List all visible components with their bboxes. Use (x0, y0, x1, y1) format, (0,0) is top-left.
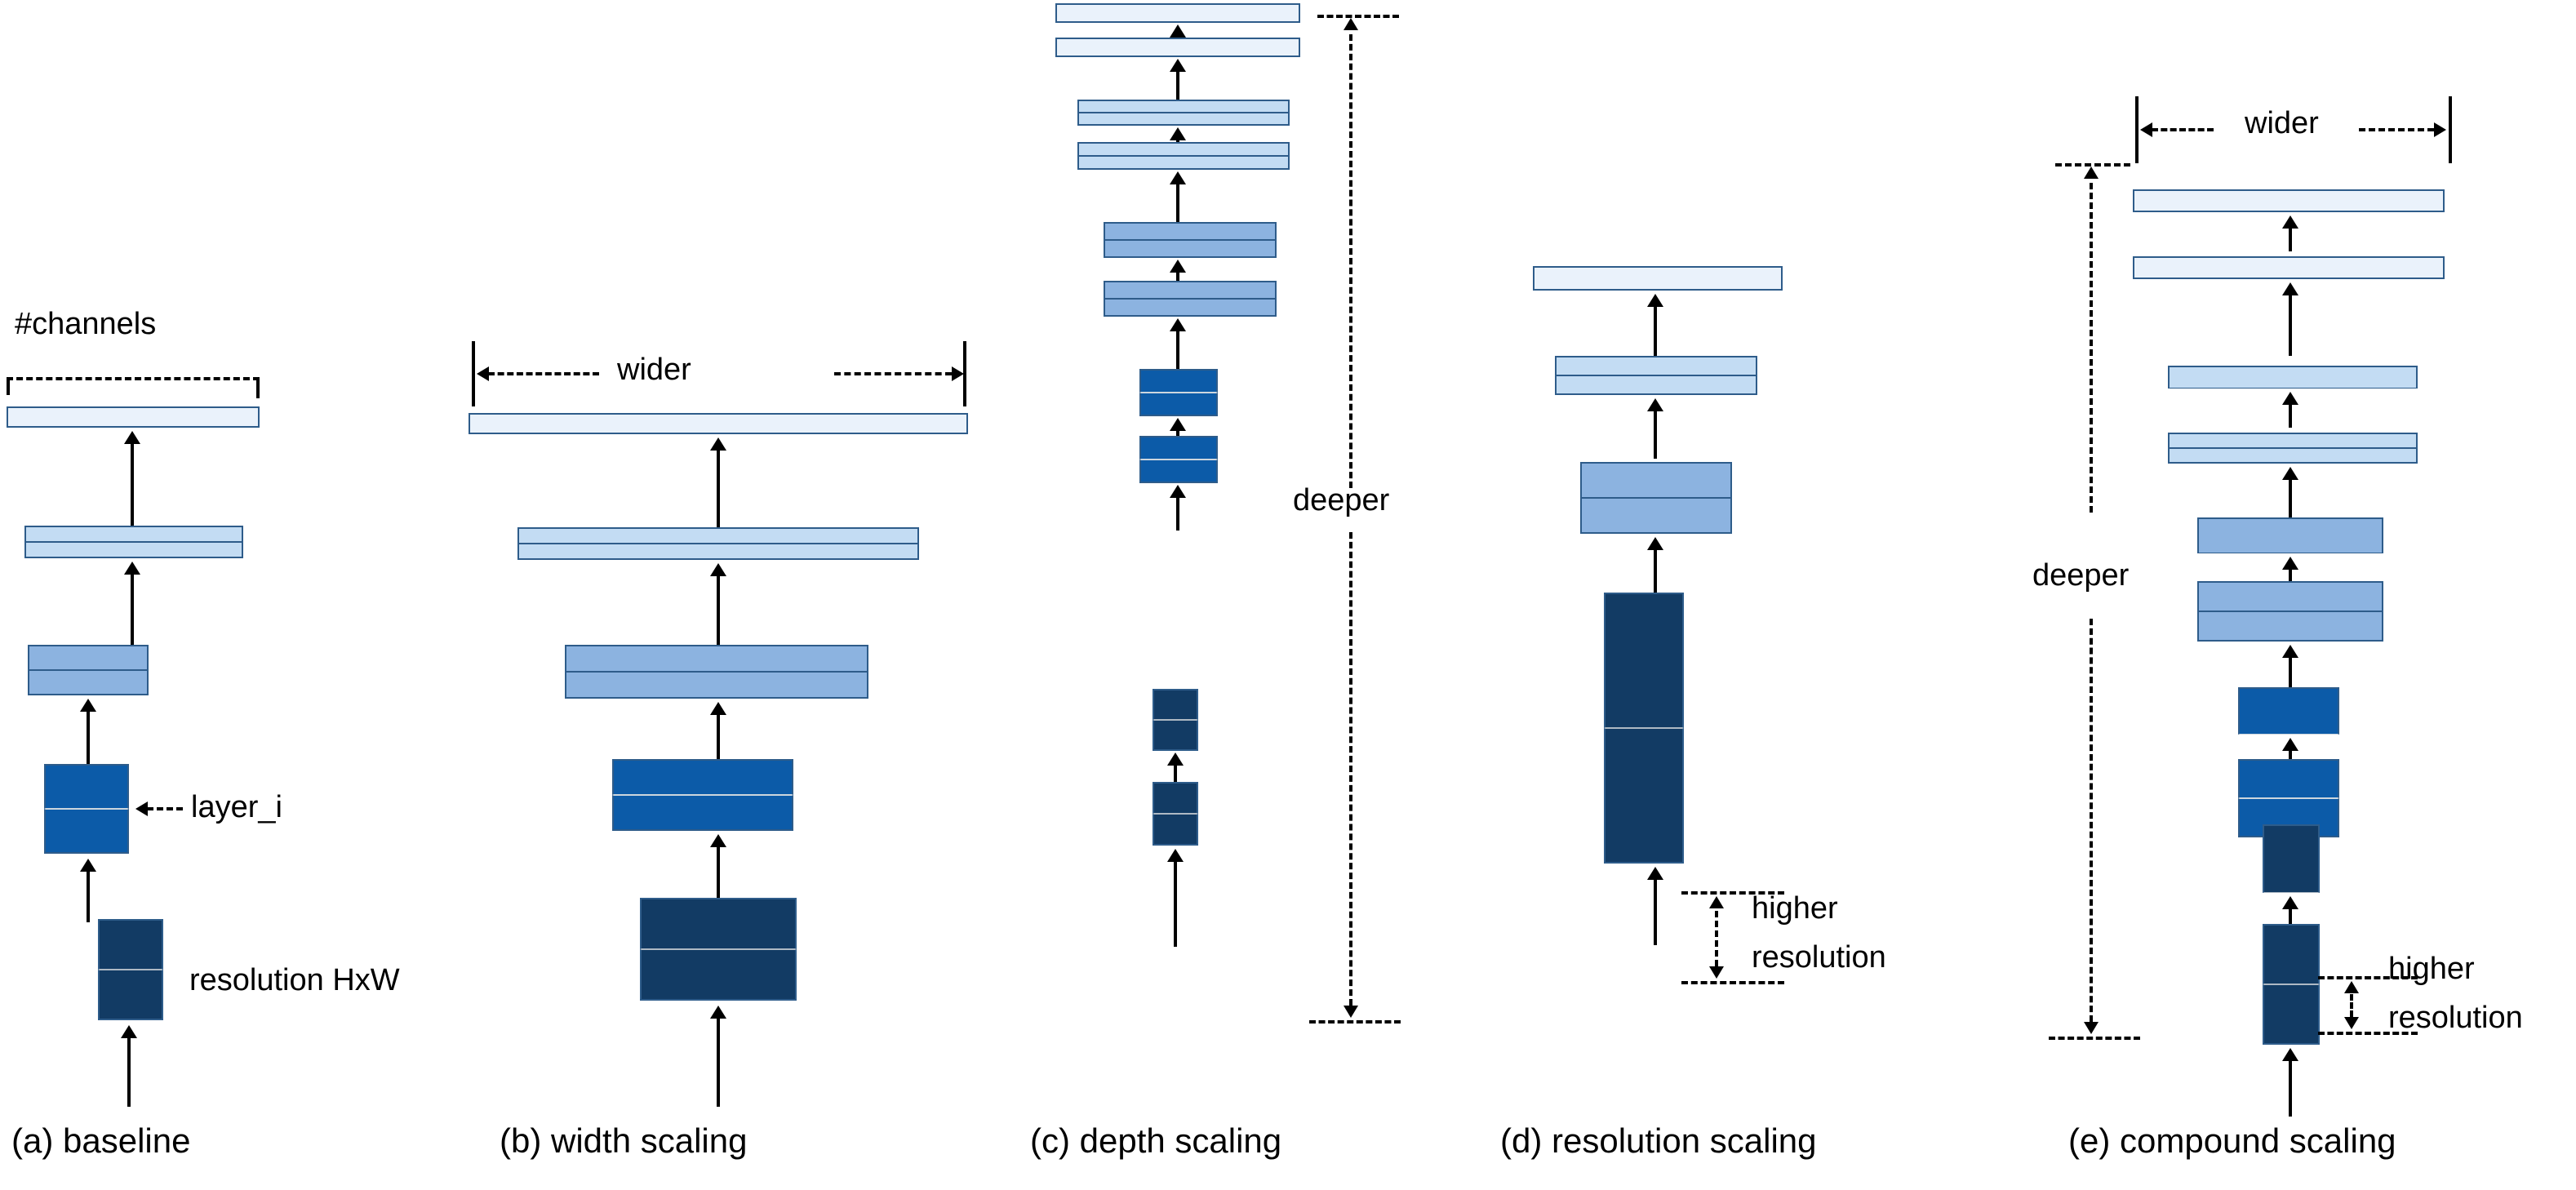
higher-res-e-arrowhead-down (2344, 1017, 2359, 1029)
wider-e-arrowhead-left (2140, 122, 2152, 137)
wider-b-arrowhead-right (952, 366, 964, 381)
block-a-3 (28, 645, 149, 695)
deeper-e-line-upper (2090, 183, 2093, 513)
higher-res-e-arrowhead-up (2344, 981, 2359, 993)
block-e-3 (2238, 759, 2339, 837)
higher-res-d-cap-bottom (1681, 981, 1784, 984)
block-c-6 (1104, 222, 1277, 258)
deeper-e-line-lower (2090, 619, 2093, 1022)
higher-res-e-label-line1: higher (2388, 952, 2475, 986)
block-a-layer-i (44, 764, 129, 854)
block-a-1 (7, 406, 260, 428)
layer-i-arrowhead (135, 801, 148, 816)
wider-b-tick-left (472, 341, 475, 406)
deeper-e-cap-top (2055, 163, 2130, 167)
block-d-4 (1533, 266, 1783, 291)
caption-c: (c) depth scaling (1030, 1121, 1282, 1160)
deeper-c-label: deeper (1293, 483, 1390, 517)
resolution-label: resolution HxW (189, 963, 400, 997)
deeper-c-line-upper (1349, 34, 1352, 488)
block-c-4 (1139, 369, 1218, 416)
wider-b-dash-right (834, 372, 952, 375)
wider-e-label: wider (2245, 106, 2319, 140)
block-a-input (98, 919, 163, 1020)
higher-res-d-label-line2: resolution (1752, 940, 1886, 975)
block-d-3 (1555, 356, 1757, 395)
block-e-5 (2197, 581, 2383, 642)
higher-res-d-arrowhead-up (1709, 896, 1724, 908)
deeper-c-arrowhead-up (1344, 18, 1358, 30)
block-e-4 (2238, 687, 2339, 735)
channels-bracket-line (7, 377, 260, 380)
wider-b-dash-left (488, 372, 599, 375)
block-d-1-input (1604, 593, 1684, 864)
block-c-5 (1104, 281, 1277, 317)
deeper-c-cap-bottom (1309, 1020, 1401, 1023)
block-e-7 (2168, 433, 2418, 464)
wider-e-tick-right (2449, 96, 2452, 163)
channels-bracket-tick-right (256, 377, 260, 398)
block-b-layer-i (612, 759, 793, 831)
block-c-2 (1153, 689, 1198, 751)
higher-res-e-cap-top (2318, 976, 2418, 979)
deeper-c-cap-top (1317, 15, 1399, 18)
wider-b-tick-right (963, 341, 966, 406)
higher-res-d-label-line1: higher (1752, 891, 1838, 926)
wider-e-dash-right (2359, 128, 2434, 131)
deeper-c-line-lower (1349, 532, 1352, 1006)
channels-bracket-tick-left (7, 377, 10, 395)
wider-b-arrowhead-left (477, 366, 489, 381)
block-c-3 (1139, 436, 1218, 483)
block-c-10 (1055, 3, 1300, 23)
wider-b-label: wider (617, 353, 691, 387)
higher-res-d-line (1715, 911, 1718, 966)
layer-i-leader (147, 807, 183, 810)
higher-res-e-label-line2: resolution (2388, 1001, 2523, 1035)
block-b-3 (565, 645, 868, 699)
caption-b: (b) width scaling (500, 1121, 748, 1160)
deeper-e-label: deeper (2032, 558, 2130, 593)
block-e-10 (2133, 189, 2445, 212)
deeper-e-arrowhead-down (2084, 1022, 2099, 1034)
layer-i-label: layer_i (191, 790, 282, 824)
higher-res-d-cap-top (1681, 891, 1784, 895)
caption-a: (a) baseline (11, 1121, 191, 1160)
block-e-8 (2168, 366, 2418, 389)
deeper-c-arrowhead-down (1344, 1006, 1358, 1018)
wider-e-dash-left (2152, 128, 2214, 131)
wider-e-arrowhead-right (2434, 122, 2446, 137)
deeper-e-arrowhead-up (2084, 167, 2099, 179)
higher-res-e-cap-bottom (2318, 1032, 2418, 1035)
block-e-9 (2133, 256, 2445, 279)
wider-e-tick-left (2135, 96, 2139, 163)
caption-e: (e) compound scaling (2068, 1121, 2396, 1160)
block-b-input (640, 898, 797, 1001)
block-b-2 (517, 527, 919, 560)
block-b-1 (469, 413, 968, 434)
block-a-2 (24, 526, 243, 558)
higher-res-d-arrowhead-down (1709, 966, 1724, 979)
block-d-2 (1580, 462, 1732, 534)
block-c-7 (1077, 142, 1290, 170)
block-e-6 (2197, 517, 2383, 553)
caption-d: (d) resolution scaling (1500, 1121, 1817, 1160)
block-e-2 (2263, 824, 2320, 893)
block-c-9 (1055, 38, 1300, 57)
deeper-e-cap-bottom (2049, 1037, 2140, 1040)
block-c-1-input (1153, 782, 1198, 846)
higher-res-e-line (2350, 994, 2353, 1017)
block-c-8 (1077, 100, 1290, 126)
block-e-1-input (2263, 924, 2320, 1045)
channels-label: #channels (15, 307, 157, 341)
